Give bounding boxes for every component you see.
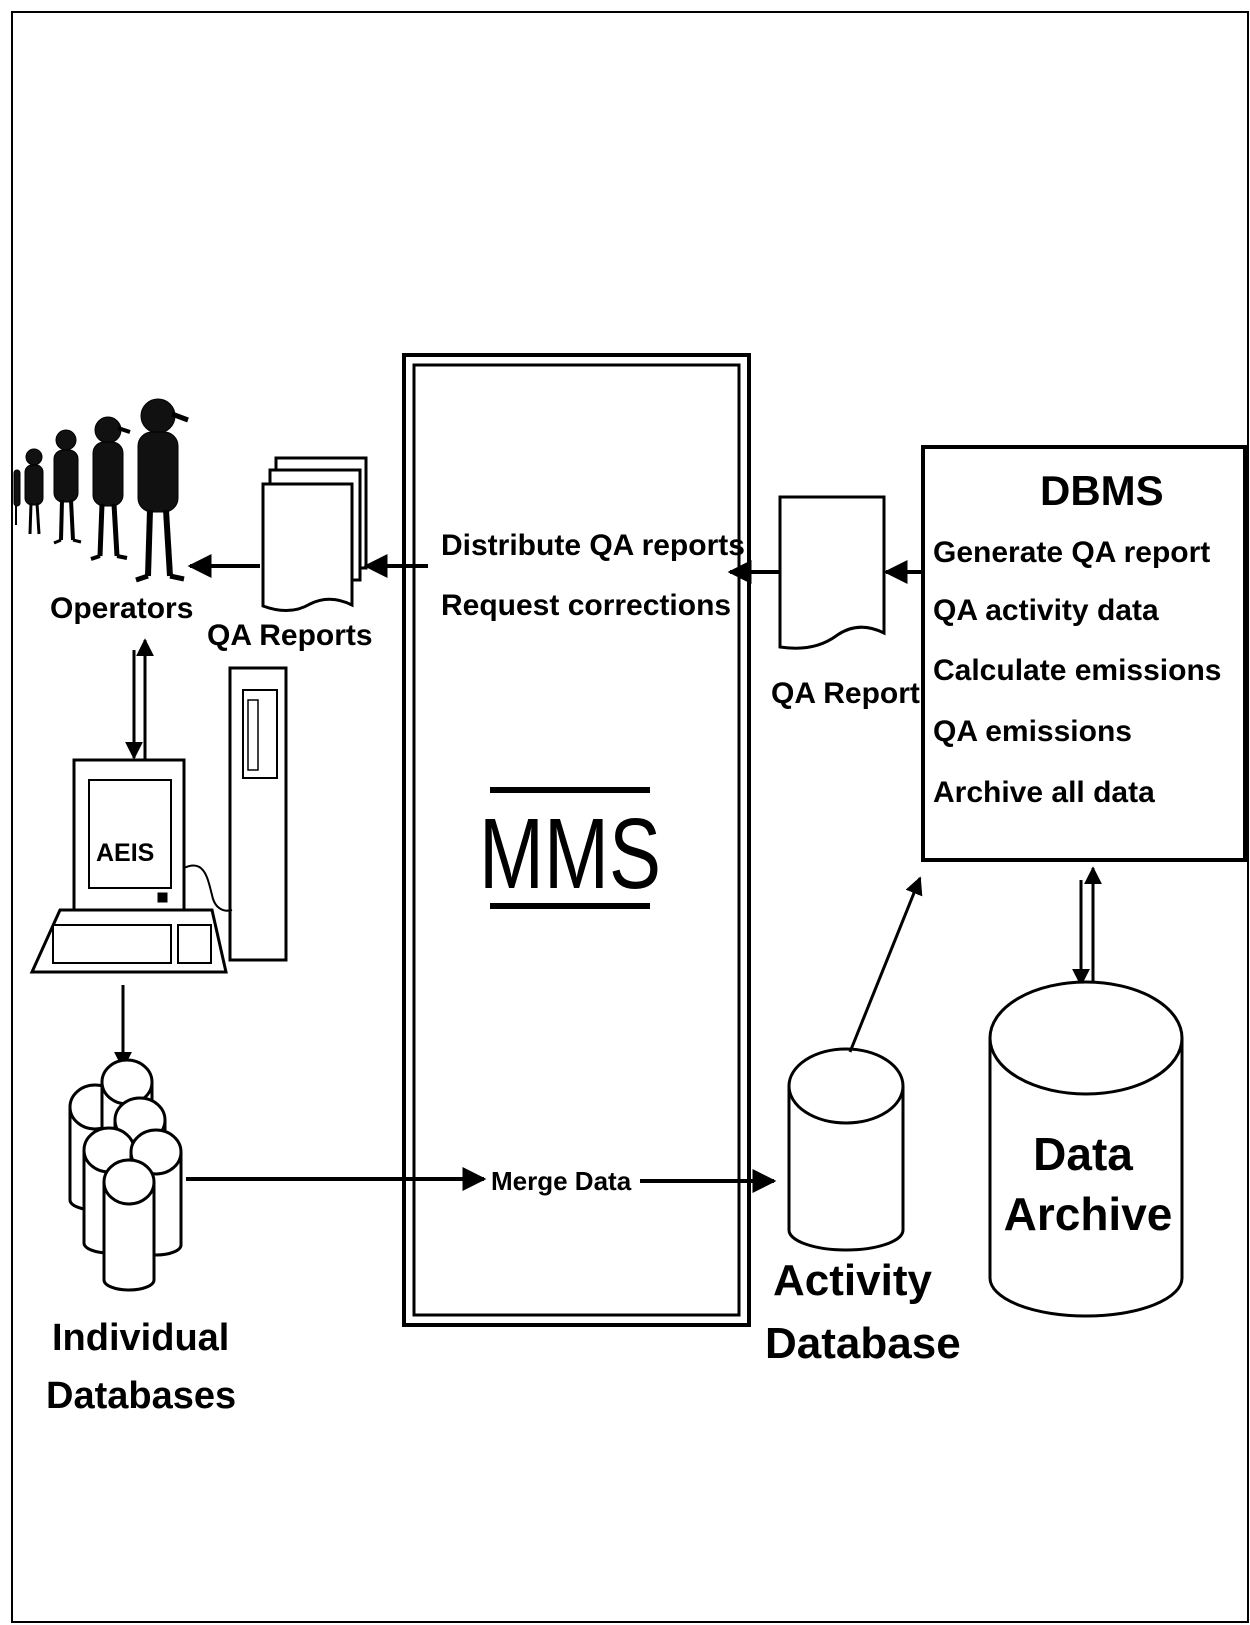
mms-merge-label: Merge Data bbox=[491, 1166, 632, 1196]
qa-reports-label: QA Reports bbox=[207, 619, 373, 652]
operator-figure-5 bbox=[13, 469, 21, 525]
dbms-task-generate: Generate QA report bbox=[933, 536, 1210, 569]
data-archive-label-line2: Archive bbox=[1004, 1188, 1173, 1240]
dbms-box bbox=[921, 445, 1247, 862]
individual-databases-icon bbox=[68, 1058, 183, 1292]
mms-title: MMS bbox=[479, 799, 661, 911]
mms-distribute-label: Distribute QA reports bbox=[441, 529, 745, 562]
operators-icon bbox=[13, 398, 189, 583]
mms-box bbox=[402, 353, 751, 1327]
activity-database-icon bbox=[787, 1047, 905, 1252]
aeis-label: AEIS bbox=[96, 839, 154, 867]
data-archive-icon bbox=[988, 980, 1184, 1318]
data-archive-label-line1: Data bbox=[1033, 1128, 1133, 1180]
computer-screen bbox=[88, 779, 172, 889]
operator-figure-3 bbox=[53, 429, 82, 545]
activity-database-label-line1: Activity bbox=[773, 1256, 932, 1305]
qa-reports-stack-icon bbox=[261, 456, 368, 612]
dbms-task-qa-activity: QA activity data bbox=[933, 594, 1159, 627]
page-frame bbox=[11, 11, 1249, 1623]
activity-database-label-line2: Database bbox=[765, 1319, 961, 1368]
dbms-task-qa-emissions: QA emissions bbox=[933, 715, 1132, 748]
operators-label: Operators bbox=[50, 592, 193, 625]
dbms-task-archive: Archive all data bbox=[933, 776, 1155, 809]
individual-databases-label-line2: Databases bbox=[46, 1375, 236, 1417]
dbms-task-calculate: Calculate emissions bbox=[933, 654, 1221, 687]
mms-request-label: Request corrections bbox=[441, 589, 731, 622]
qa-report-doc-icon bbox=[778, 495, 886, 650]
operator-figure-4 bbox=[24, 448, 44, 535]
arrow-activity-to-dbms bbox=[848, 876, 923, 1053]
operator-figure-2 bbox=[90, 416, 131, 561]
computer-icon bbox=[29, 666, 288, 974]
dbms-title: DBMS bbox=[1040, 467, 1164, 514]
operator-figure-1 bbox=[135, 398, 189, 583]
qa-report-label: QA Report bbox=[771, 677, 920, 710]
individual-databases-label-line1: Individual bbox=[52, 1317, 229, 1359]
